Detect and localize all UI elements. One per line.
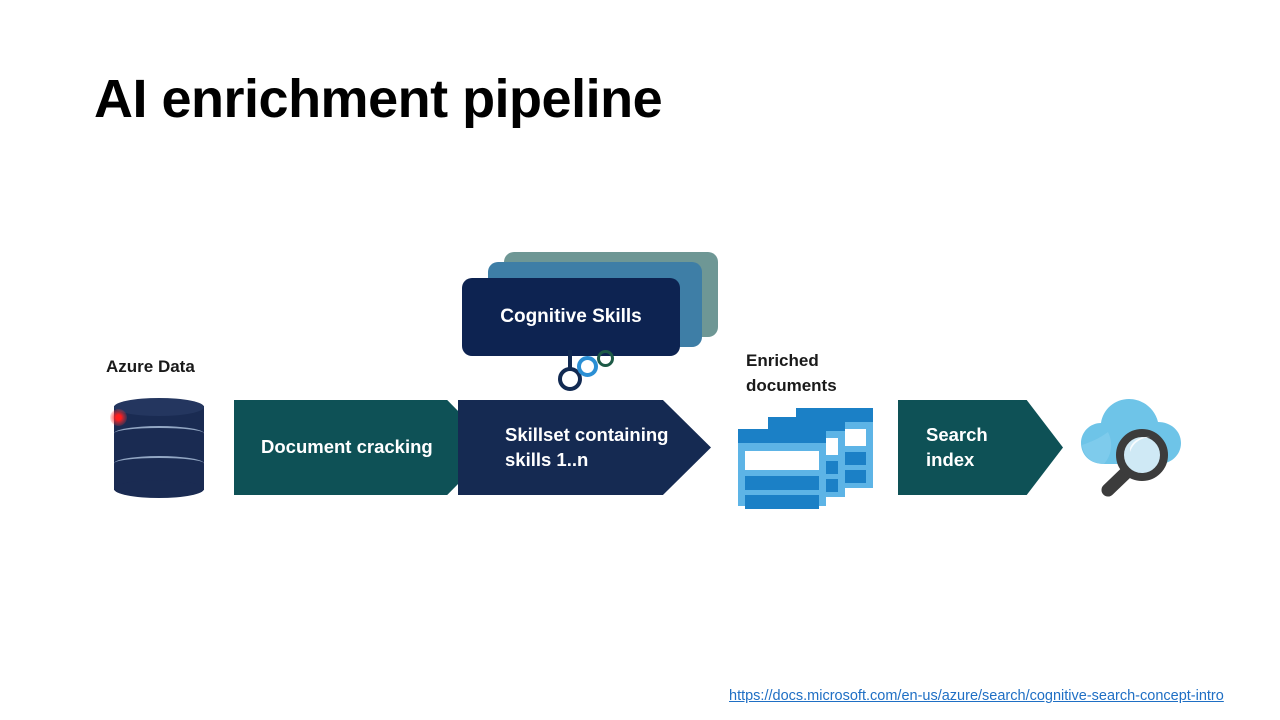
- stage-search-index-label: Search index: [926, 424, 988, 470]
- document-content-block: [745, 451, 819, 470]
- source-url-link[interactable]: https://docs.microsoft.com/en-us/azure/s…: [729, 688, 1224, 704]
- magnifier-shape: [1101, 429, 1168, 497]
- skill-chain-connector-icon: [552, 350, 632, 395]
- database-cylinder-icon: [114, 398, 204, 498]
- database-divider-ring: [114, 456, 204, 471]
- laser-pointer-dot: [110, 409, 127, 426]
- document-row-bar: [745, 476, 819, 490]
- stage-skillset-label: Skillset containing skills 1..n: [505, 424, 669, 470]
- database-bottom-ellipse: [114, 480, 204, 498]
- document-card-front: [738, 429, 826, 509]
- document-row-bar: [745, 495, 819, 509]
- document-header-bar: [768, 417, 845, 431]
- cognitive-skills-card-front: Cognitive Skills: [462, 278, 680, 356]
- page-title: AI enrichment pipeline: [94, 69, 663, 129]
- stage-document-cracking: Document cracking: [234, 400, 494, 495]
- document-header-bar: [738, 429, 826, 443]
- cognitive-skills-stack: Cognitive Skills: [462, 252, 722, 362]
- skill-ring-green-icon: [597, 350, 614, 367]
- database-top-ellipse: [114, 398, 204, 416]
- skill-ring-navy-icon: [558, 367, 582, 391]
- cloud-search-icon: [1078, 392, 1188, 497]
- cognitive-skills-label: Cognitive Skills: [500, 306, 642, 327]
- skill-chain-stem: [568, 350, 572, 370]
- database-divider-ring: [114, 426, 204, 441]
- database-body: [114, 406, 204, 490]
- skill-ring-blue-icon: [577, 356, 598, 377]
- stage-search-index: Search index: [898, 400, 1063, 495]
- stage-document-cracking-label: Document cracking: [261, 436, 433, 458]
- azure-data-label: Azure Data: [106, 357, 195, 376]
- enriched-documents-label: Enriched documents: [746, 351, 837, 395]
- stage-skillset: Skillset containing skills 1..n: [458, 400, 711, 495]
- document-stack-icon: [738, 408, 873, 509]
